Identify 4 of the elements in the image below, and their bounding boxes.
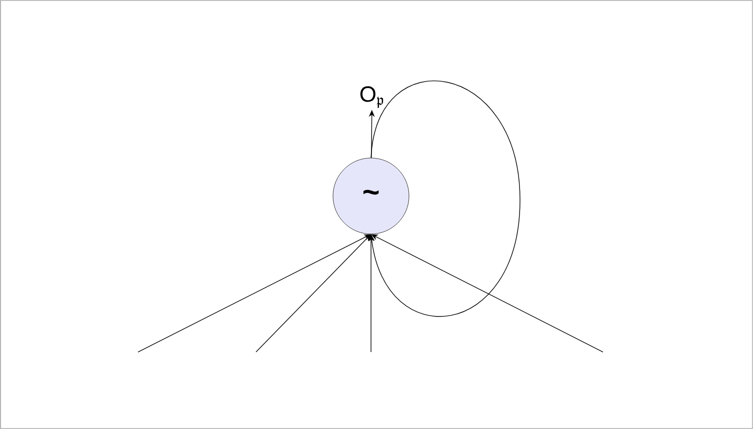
loop-arrow [368,80,520,316]
output-label: $\mathrm{O}_{\mathfrak{p}}$ [360,86,384,108]
arrow [138,234,371,352]
arrow [371,234,604,352]
